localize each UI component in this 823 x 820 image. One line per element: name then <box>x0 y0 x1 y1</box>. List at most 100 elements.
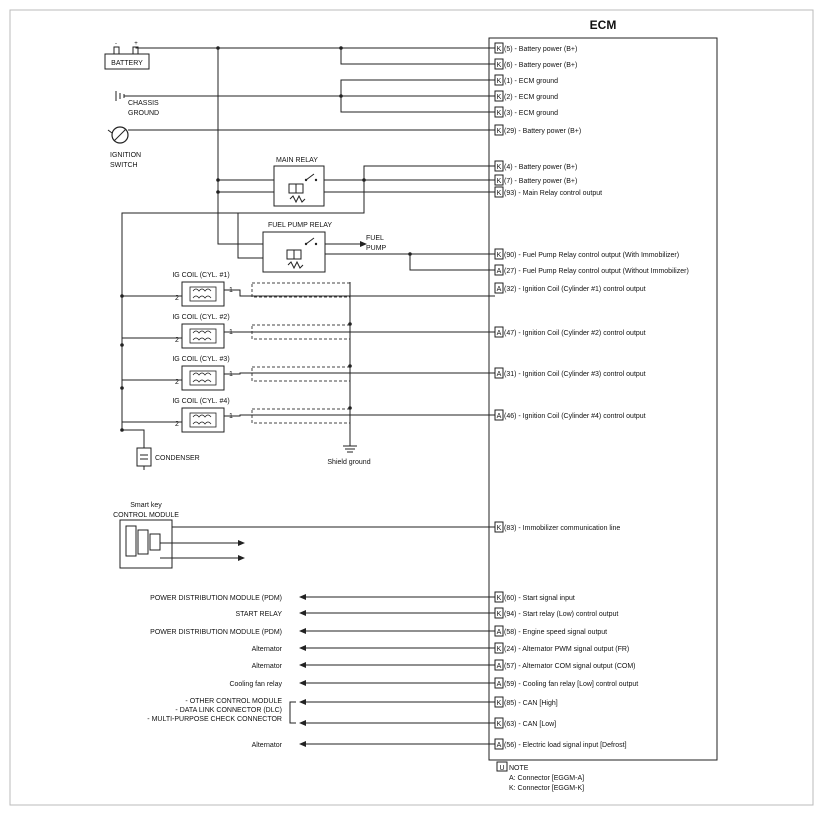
pin-connector-letter: K <box>497 78 502 85</box>
pin-label: (7) - Battery power (B+) <box>504 178 577 185</box>
pin-label: (6) - Battery power (B+) <box>504 62 577 69</box>
fuel-pump-relay-label: FUEL PUMP RELAY <box>268 222 332 229</box>
pin-connector-letter: K <box>497 721 502 728</box>
ecm-title: ECM <box>590 18 617 32</box>
fuel-pump-arrow <box>360 241 367 247</box>
pin-connector-letter: K <box>497 128 502 135</box>
junction-dot <box>348 406 352 410</box>
pin-label: (4) - Battery power (B+) <box>504 164 577 171</box>
pin-label: (94) - Start relay (Low) control output <box>504 611 618 618</box>
junction-dot <box>339 94 343 98</box>
main-relay-label: MAIN RELAY <box>276 157 318 164</box>
ignition-switch-label-2: SWITCH <box>110 162 138 169</box>
ignition-switch: IGNITION SWITCH <box>107 126 141 169</box>
output-destination-label: Alternator <box>252 646 283 653</box>
output-destination-label: Alternator <box>252 742 283 749</box>
pin-label: (60) - Start signal input <box>504 595 575 602</box>
note-icon: U <box>499 765 504 772</box>
pin-label: (29) - Battery power (B+) <box>504 128 581 135</box>
pin-label: (93) - Main Relay control output <box>504 190 602 197</box>
pin-connector-letter: K <box>497 94 502 101</box>
fuel-pump-label-1: FUEL <box>366 235 384 242</box>
shield-ground-symbol <box>343 422 357 453</box>
ig-coil-label: IG COIL (CYL. #1) <box>172 272 229 279</box>
pin-label: (3) - ECM ground <box>504 110 558 117</box>
pin-connector-letter: K <box>497 110 502 117</box>
output-destination-label: POWER DISTRIBUTION MODULE (PDM) <box>150 595 282 602</box>
pin-label: (58) - Engine speed signal output <box>504 629 607 636</box>
pin-connector-box <box>494 282 504 294</box>
battery: - + BATTERY <box>104 41 150 70</box>
fuel-pump-relay: FUEL PUMP RELAY <box>262 222 332 273</box>
wire-ground-k3 <box>340 96 495 113</box>
note-title: NOTE <box>509 765 529 772</box>
smart-key-label-1: Smart key <box>130 502 162 509</box>
pin-connector-letter: K <box>497 700 502 707</box>
battery-plus-label: + <box>134 41 138 47</box>
output-line: Alternator <box>252 741 495 749</box>
coil-pin-2: 2 <box>175 295 179 302</box>
coil-pin-2: 2 <box>175 421 179 428</box>
pin-connector-letter: A <box>497 413 502 420</box>
output-destination-label: Alternator <box>252 663 283 670</box>
battery-label: BATTERY <box>111 60 143 67</box>
pin-label: (83) - Immobilizer communication line <box>504 525 620 532</box>
coil-pin-2: 2 <box>175 379 179 386</box>
output-line: POWER DISTRIBUTION MODULE (PDM) <box>150 628 495 636</box>
condenser: CONDENSER <box>122 429 200 470</box>
pin-connector-letter: K <box>497 178 502 185</box>
pin-label: (85) - CAN [High] <box>504 700 558 707</box>
pin-connector-letter: K <box>497 646 502 653</box>
battery-minus-label: - <box>115 41 117 47</box>
can-destination-label: - OTHER CONTROL MODULE <box>185 698 282 705</box>
pin-connector-letter: A <box>497 742 502 749</box>
pin-connector-letter: K <box>497 525 502 532</box>
pin-label: (63) - CAN [Low] <box>504 721 556 728</box>
ig-coil-label: IG COIL (CYL. #2) <box>172 314 229 321</box>
output-line: POWER DISTRIBUTION MODULE (PDM) <box>150 594 495 602</box>
ecm-block <box>488 37 718 761</box>
smart-key-control-module: Smart key CONTROL MODULE <box>113 502 495 569</box>
can-destination-label: - MULTI-PURPOSE CHECK CONNECTOR <box>147 716 282 723</box>
junction-dot <box>348 364 352 368</box>
wire-fuel-relay-coil <box>237 213 263 259</box>
output-destination-label: Cooling fan relay <box>229 681 282 688</box>
pin-connector-letter: K <box>497 595 502 602</box>
shield-ground-label: Shield ground <box>327 459 370 466</box>
junction-dot <box>339 46 343 50</box>
ignition-switch-label-1: IGNITION <box>110 152 141 159</box>
pin-label: (46) - Ignition Coil (Cylinder #4) contr… <box>504 413 646 420</box>
output-line: Alternator <box>252 662 495 670</box>
note: U NOTE A: Connector [EGGM-A] K: Connecto… <box>496 761 584 792</box>
pin-connector-letter: A <box>497 268 502 275</box>
wire-ig-coil-control <box>224 414 495 417</box>
wire-battery-k5 <box>135 47 495 49</box>
pin-connector-letter: K <box>497 190 502 197</box>
pin-label: (32) - Ignition Coil (Cylinder #1) contr… <box>504 286 646 293</box>
wire-battery-bus <box>217 48 263 245</box>
output-destination-label: POWER DISTRIBUTION MODULE (PDM) <box>150 629 282 636</box>
chassis-ground-label-2: GROUND <box>128 110 159 117</box>
ig-coil: IG COIL (CYL. #3)21 <box>122 356 495 391</box>
pin-label: (59) - Cooling fan relay [Low] control o… <box>504 681 638 688</box>
wire-ground-k1 <box>340 79 495 96</box>
wire-ig-coil-control <box>224 372 495 375</box>
pin-label: (57) - Alternator COM signal output (COM… <box>504 663 636 670</box>
wire-battery-k6 <box>340 48 495 65</box>
output-line: Cooling fan relay <box>229 680 495 688</box>
ig-coil-label: IG COIL (CYL. #3) <box>172 356 229 363</box>
pin-connector-letter: A <box>497 629 502 636</box>
pin-connector-letter: A <box>497 663 502 670</box>
output-line: Alternator <box>252 645 495 653</box>
pin-label: (24) - Alternator PWM signal output (FR) <box>504 646 629 653</box>
ecm-pin-row: A(32) - Ignition Coil (Cylinder #1) cont… <box>494 282 646 294</box>
can-destination-label: - DATA LINK CONNECTOR (DLC) <box>175 707 282 714</box>
junction-dot <box>408 252 412 256</box>
chassis-ground: CHASSIS GROUND <box>115 91 159 117</box>
output-lines: POWER DISTRIBUTION MODULE (PDM)START REL… <box>147 594 495 749</box>
wire-fuel-relay-a27 <box>409 254 495 271</box>
main-relay: MAIN RELAY <box>273 157 325 207</box>
ecm-pin-list: K(5) - Battery power (B+)K(6) - Battery … <box>494 42 689 750</box>
